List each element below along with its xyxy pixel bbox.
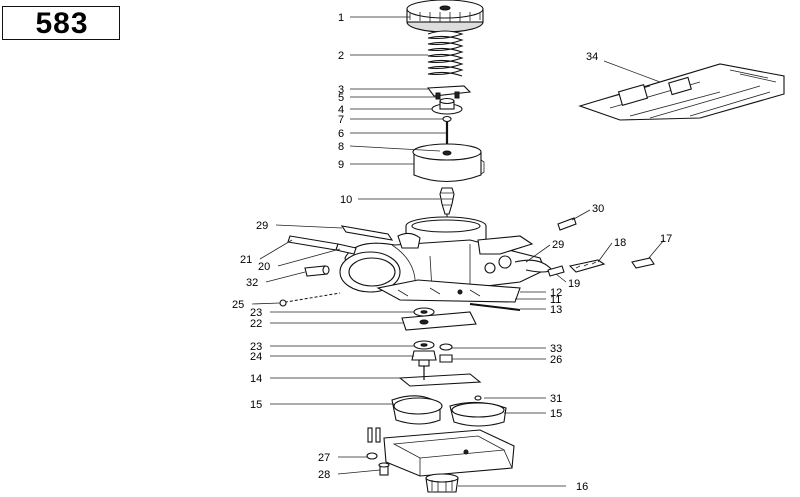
callout-15a: 15: [250, 399, 262, 411]
part-choke-assembly: [578, 63, 785, 121]
callout-23b: 23: [250, 341, 262, 353]
callout-8: 8: [338, 141, 344, 153]
part-fitting: [557, 217, 577, 231]
part-small-cap: [631, 257, 655, 269]
callout-13: 13: [550, 304, 562, 316]
part-adjust-screw: [287, 235, 357, 255]
part-float-bowl: [367, 427, 515, 477]
callout-1: 1: [338, 12, 344, 24]
leader-lines: [251, 16, 665, 487]
part-main-jet: [411, 350, 437, 367]
part-drain-plug: [425, 473, 459, 493]
part-carburetor-body: [339, 216, 553, 293]
part-washer-upper: [413, 307, 435, 317]
callout-19: 19: [568, 278, 580, 290]
part-throttle-slide: [412, 143, 485, 182]
part-pin-dashed: [279, 292, 341, 307]
callout-33: 33: [550, 343, 562, 355]
callout-16: 16: [576, 481, 588, 493]
callout-31: 31: [550, 393, 562, 405]
callout-2: 2: [338, 50, 344, 62]
callout-14: 14: [250, 373, 262, 385]
page-number-box: 583: [2, 6, 120, 40]
part-bracket-lower: [401, 311, 477, 331]
callout-25: 25: [232, 299, 244, 311]
callout-22: 22: [250, 318, 262, 330]
part-washer-lower: [413, 340, 435, 350]
callout-29b: 29: [552, 239, 564, 251]
part-pilot-jet: [439, 343, 453, 363]
callout-9: 9: [338, 159, 344, 171]
callout-12: 12: [550, 287, 562, 299]
part-float-arm: [398, 366, 482, 387]
callout-34: 34: [586, 51, 598, 63]
callout-6: 6: [338, 128, 344, 140]
part-float-left: [391, 395, 443, 425]
callout-32: 32: [246, 277, 258, 289]
part-screw: [568, 259, 606, 273]
callout-21: 21: [240, 254, 252, 266]
callout-labels: 1 2 3 5 4 7 6 8 9 10 29 21 20 32 25 30 2…: [232, 12, 672, 493]
callout-28: 28: [318, 469, 330, 481]
part-pin: [469, 303, 521, 311]
part-bowl-screws: [366, 452, 390, 476]
callout-10: 10: [340, 194, 352, 206]
callout-3: 3: [338, 84, 344, 96]
part-gasket-plate: [376, 279, 521, 303]
callout-4: 4: [338, 104, 344, 116]
part-clip: [426, 85, 472, 100]
callout-24: 24: [250, 351, 262, 363]
part-e-clip: [442, 115, 452, 123]
part-bracket: [340, 225, 394, 241]
callout-18: 18: [614, 237, 626, 249]
callout-29a: 29: [256, 220, 268, 232]
part-float-right: [449, 395, 507, 427]
callout-30: 30: [592, 203, 604, 215]
part-spring: [427, 30, 464, 77]
callout-17: 17: [660, 233, 672, 245]
callout-5: 5: [338, 92, 344, 104]
part-cap: [406, 0, 484, 33]
part-small-spring: [547, 265, 565, 277]
callout-7: 7: [338, 114, 344, 126]
callout-26: 26: [550, 354, 562, 366]
part-needle-jet: [439, 187, 455, 221]
part-small-cylinder: [304, 265, 330, 277]
callout-15b: 15: [550, 408, 562, 420]
callout-11: 11: [550, 294, 561, 306]
page-number: 583: [35, 7, 89, 40]
callout-23a: 23: [250, 307, 262, 319]
callout-20: 20: [258, 261, 270, 273]
part-retainer: [431, 97, 463, 115]
callout-27: 27: [318, 452, 330, 464]
